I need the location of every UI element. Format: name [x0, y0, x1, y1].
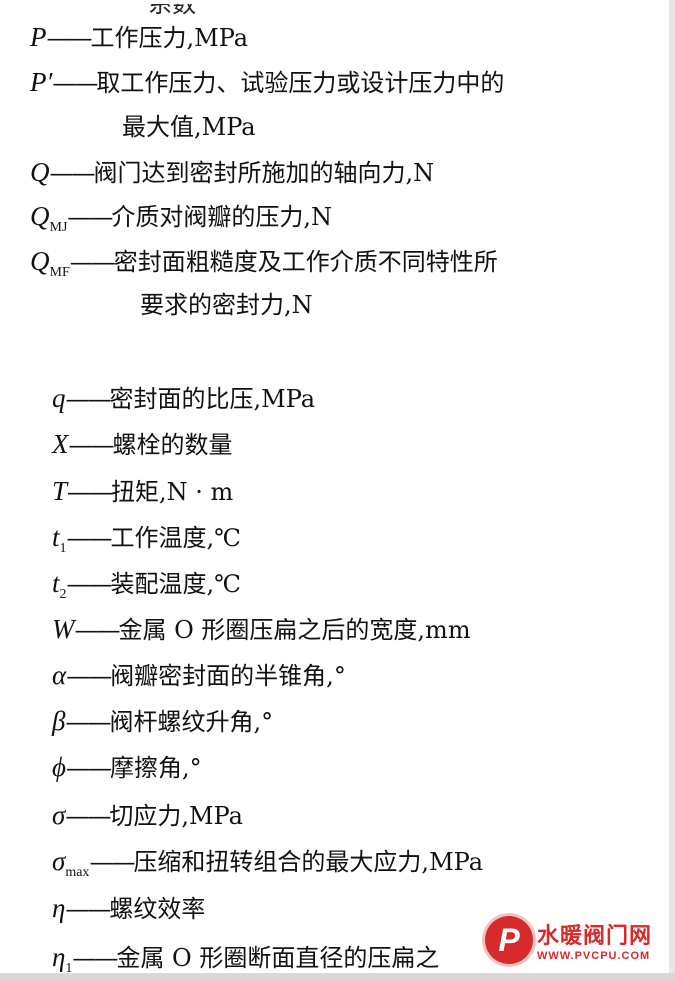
dash: —— — [66, 524, 113, 552]
top-crop-mask — [0, 0, 675, 4]
watermark-url: WWW.PVCPU.COM — [537, 950, 651, 962]
symbol: W — [52, 614, 75, 644]
dash: —— — [66, 662, 112, 690]
list-item-W: W——金属 O 形圈压扁之后的宽度,mm — [52, 614, 471, 645]
symbol: ϕ — [52, 752, 66, 782]
symbol: t — [52, 522, 60, 552]
dash: —— — [65, 754, 112, 782]
definition-continuation: 要求的密封力,N — [140, 291, 313, 319]
watermark-logo-icon: P — [485, 916, 533, 964]
definition: 阀瓣密封面的半锥角,° — [110, 662, 346, 690]
watermark: P 水暖阀门网 WWW.PVCPU.COM — [485, 909, 667, 971]
definition: 介质对阀瓣的压力,N — [111, 203, 333, 231]
definition: 阀门达到密封所施加的轴向力,N — [93, 159, 435, 187]
dash: —— — [68, 431, 115, 459]
definition: 切应力,MPa — [109, 802, 243, 830]
dash: —— — [52, 69, 98, 97]
dash: —— — [65, 385, 112, 413]
definition: 工作压力,MPa — [90, 24, 249, 52]
watermark-title: 水暖阀门网 — [537, 924, 653, 949]
list-item-t1: t1——工作温度,℃ — [52, 522, 241, 564]
symbol: P — [30, 22, 47, 52]
symbol: η — [52, 893, 66, 923]
definition: 金属 O 形圈断面直径的压扁之 — [116, 944, 440, 972]
definition: 装配温度,℃ — [110, 570, 241, 598]
definition: 密封面粗糙度及工作介质不同特性所 — [113, 248, 498, 276]
definition: 螺栓的数量 — [112, 431, 233, 459]
list-item-Q: Q——阀门达到密封所施加的轴向力,N — [30, 157, 434, 188]
list-item-eta: η——螺纹效率 — [52, 893, 205, 924]
symbol: α — [52, 660, 67, 690]
symbol: P′ — [30, 67, 53, 97]
list-item-alpha: α——阀瓣密封面的半锥角,° — [52, 660, 346, 691]
definition: 压缩和扭转组合的最大应力,MPa — [133, 848, 484, 876]
definition: 摩擦角,° — [109, 754, 202, 782]
list-item-sigma: σ——切应力,MPa — [52, 800, 243, 831]
symbol: σ — [52, 800, 66, 830]
list-item-sigma-max: σmax——压缩和扭转组合的最大应力,MPa — [52, 846, 483, 888]
list-item-Q-MJ: QMJ——介质对阀瓣的压力,N — [30, 201, 332, 243]
symbol: η — [52, 942, 66, 972]
list-item-eta1: η1——金属 O 形圈断面直径的压扁之 — [52, 942, 439, 981]
list-item-P: P——工作压力,MPa — [30, 22, 248, 53]
subscript: max — [65, 865, 90, 880]
list-item-t2: t2——装配温度,℃ — [52, 568, 241, 610]
list-item-P-prime: P′——取工作压力、试验压力或设计压力中的 — [30, 67, 504, 98]
definition: 取工作压力、试验压力或设计压力中的 — [96, 69, 505, 97]
subscript: MF — [49, 265, 70, 280]
dash: —— — [67, 203, 113, 231]
symbol: Q — [30, 201, 50, 231]
dash: —— — [46, 24, 93, 52]
cropped-top-text: 系数 — [148, 0, 196, 18]
definition: 工作温度,℃ — [110, 524, 241, 552]
subscript: 1 — [65, 961, 73, 976]
bottom-edge — [0, 973, 675, 981]
symbol: t — [52, 568, 60, 598]
definition: 阀杆螺纹升角,° — [109, 708, 274, 736]
symbol: T — [52, 476, 68, 506]
dash: —— — [72, 944, 118, 972]
dash: —— — [65, 708, 111, 736]
subscript: 1 — [59, 541, 67, 556]
symbol: X — [52, 429, 69, 459]
definition-continuation: 最大值,MPa — [122, 113, 256, 141]
dash: —— — [49, 159, 96, 187]
dash: —— — [74, 616, 121, 644]
dash: —— — [65, 802, 111, 830]
scrollbar-track[interactable] — [669, 0, 675, 981]
definition: 螺纹效率 — [109, 895, 206, 923]
list-item-phi: ϕ——摩擦角,° — [52, 752, 202, 783]
subscript: 2 — [59, 587, 67, 602]
dash: —— — [89, 848, 135, 876]
list-item-Q-MF: QMF——密封面粗糙度及工作介质不同特性所 — [30, 246, 498, 288]
definition: 扭矩,N · m — [111, 478, 234, 506]
dash: —— — [69, 248, 116, 276]
dash: —— — [67, 478, 113, 506]
definition: 密封面的比压,MPa — [109, 385, 316, 413]
dash: —— — [65, 895, 111, 923]
subscript: MJ — [49, 220, 68, 235]
symbol: Q — [30, 157, 50, 187]
symbol: q — [52, 383, 66, 413]
dash: —— — [66, 570, 113, 598]
symbol: Q — [30, 246, 50, 276]
list-item-beta: β——阀杆螺纹升角,° — [52, 706, 273, 737]
list-item-X: X——螺栓的数量 — [52, 429, 233, 460]
list-item-q: q——密封面的比压,MPa — [52, 383, 315, 414]
symbol: σ — [52, 846, 66, 876]
definition: 金属 O 形圈压扁之后的宽度,mm — [118, 616, 471, 644]
symbol: β — [52, 706, 66, 736]
watermark-text: 水暖阀门网 WWW.PVCPU.COM — [537, 918, 652, 962]
list-item-T: T——扭矩,N · m — [52, 476, 233, 507]
